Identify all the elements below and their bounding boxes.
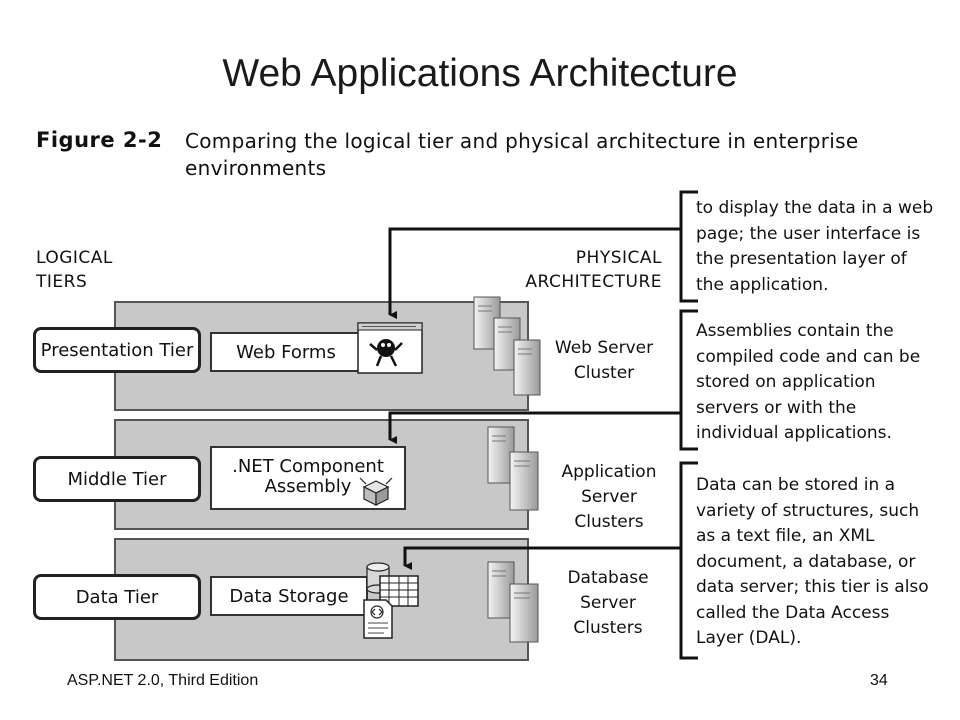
figure-caption-line: environments (185, 156, 327, 180)
description-line: Layer (DAL). (696, 628, 802, 648)
description-line: individual applications. (696, 423, 892, 443)
description-line: variety of structures, such (696, 500, 920, 521)
xml-document-icon (363, 599, 393, 639)
description-line: Assemblies contain the (696, 321, 894, 341)
cluster-label-line: Clusters (573, 618, 643, 638)
figure-caption: Comparing the logical tier and physical … (185, 128, 945, 182)
description-line: the application. (696, 274, 829, 295)
logical-tiers-header: LOGICAL TIERS (36, 246, 113, 294)
cluster-label-line: Database (567, 568, 649, 588)
connector-arrow-data (403, 546, 681, 570)
database-table-icon (366, 562, 419, 607)
web-server-cluster-label: Web Server Cluster (552, 336, 656, 386)
description-line: to display the data in a web (696, 198, 934, 218)
server-tower-icon (487, 561, 515, 619)
description-line: stored on application (696, 372, 876, 392)
description-line: servers or with the (696, 397, 857, 418)
description-line: as a text file, an XML (696, 526, 875, 546)
physical-architecture-header: PHYSICAL ARCHITECTURE (500, 246, 662, 294)
data-description: Data can be stored in a variety of struc… (696, 473, 958, 652)
slide-title: Web Applications Architecture (222, 52, 738, 95)
data-storage-label: Data Storage (229, 585, 349, 607)
figure-label: Figure 2-2 (36, 128, 163, 152)
server-tower-icon (509, 451, 539, 511)
server-tower-icon (509, 583, 539, 643)
header-line: ARCHITECTURE (525, 272, 662, 292)
description-line: page; the user interface is (696, 223, 921, 244)
cluster-label-line: Web Server (554, 338, 654, 358)
page-number: 34 (870, 672, 888, 689)
connector-arrow-middle (388, 411, 681, 444)
figure-caption-line: Comparing the logical tier and physical … (185, 129, 859, 153)
middle-tier-box: Middle Tier (33, 456, 201, 502)
description-line: the presentation layer of (696, 249, 907, 269)
bracket-data (679, 461, 698, 660)
cluster-label-line: Server (581, 487, 637, 507)
cluster-label-line: Clusters (574, 512, 644, 532)
component-label-line: .NET Component (232, 456, 384, 477)
header-line: LOGICAL (36, 248, 113, 268)
bracket-presentation (679, 190, 698, 303)
web-forms-box: Web Forms (210, 332, 362, 372)
description-line: called the Data Access (696, 602, 890, 623)
presentation-description: to display the data in a web page; the u… (696, 196, 956, 298)
header-line: PHYSICAL (575, 248, 662, 268)
web-page-icon (357, 322, 423, 374)
data-tier-box: Data Tier (33, 574, 201, 620)
cluster-label-line: Server (580, 593, 636, 613)
connector-arrow-presentation (388, 227, 681, 319)
header-line: TIERS (36, 272, 88, 292)
description-line: document, a database, or (696, 551, 916, 572)
description-line: compiled code and can be (696, 346, 921, 367)
description-line: data server; this tier is also (696, 577, 929, 597)
data-storage-box: Data Storage (210, 576, 368, 616)
database-server-clusters-label: Database Server Clusters (552, 566, 664, 641)
cluster-label-line: Application (561, 462, 657, 482)
middle-description: Assemblies contain the compiled code and… (696, 319, 956, 447)
web-forms-label: Web Forms (236, 341, 336, 363)
net-component-box: .NET Component Assembly (210, 446, 406, 510)
description-line: Data can be stored in a (696, 475, 896, 495)
component-box-icon (359, 477, 393, 506)
server-tower-icon (513, 339, 541, 396)
footer-book-title: ASP.NET 2.0, Third Edition (67, 672, 259, 689)
application-server-clusters-label: Application Server Clusters (552, 460, 666, 535)
component-label-line: Assembly (264, 476, 352, 497)
cluster-label-line: Cluster (573, 363, 635, 383)
presentation-tier-box: Presentation Tier (33, 327, 201, 373)
bracket-middle (679, 309, 698, 451)
